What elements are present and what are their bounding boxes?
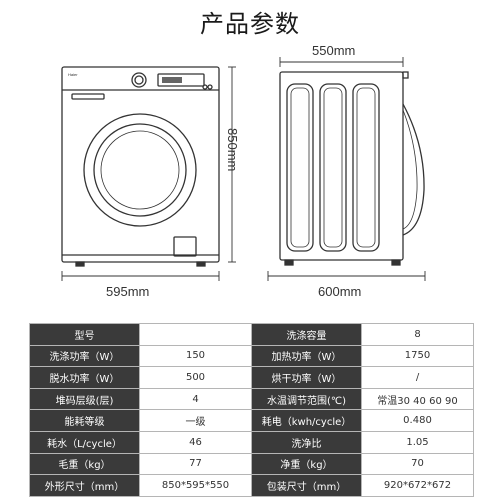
spec-label: 净重（kg） xyxy=(251,452,362,476)
spec-label: 水温调节范围(℃) xyxy=(251,387,362,411)
brand-logo: Haier xyxy=(68,72,78,77)
spec-label: 烘干功率（W） xyxy=(251,366,362,389)
spec-label: 包装尺寸（mm） xyxy=(251,474,362,497)
side-width-label: 550mm xyxy=(312,43,356,58)
spec-value: 8 xyxy=(361,323,474,346)
table-row: 耗水（L/cycle） 46 洗净比 1.05 xyxy=(29,430,474,454)
table-row: 能耗等级 一级 耗电（kwh/cycle） 0.480 xyxy=(29,409,474,432)
spec-label: 型号 xyxy=(29,323,140,346)
table-row: 脱水功率（W） 500 烘干功率（W） / xyxy=(29,366,474,389)
front-dimension-lines xyxy=(61,66,236,281)
spec-value: 0.480 xyxy=(361,409,474,432)
spec-value: 150 xyxy=(139,344,252,368)
front-view-washer xyxy=(61,66,220,267)
spec-value: 4 xyxy=(139,387,252,411)
spec-value: 一级 xyxy=(139,409,252,432)
spec-label: 耗水（L/cycle） xyxy=(29,430,140,454)
spec-value: 500 xyxy=(139,366,252,389)
spec-value: 850*595*550 xyxy=(139,474,252,497)
spec-value xyxy=(139,323,252,346)
table-row: 堆码层级(层) 4 水温调节范围(℃) 常温30 40 60 90 xyxy=(29,387,474,411)
spec-value: 常温30 40 60 90 xyxy=(361,387,474,411)
spec-value: 70 xyxy=(361,452,474,476)
spec-value: 46 xyxy=(139,430,252,454)
spec-label: 脱水功率（W） xyxy=(29,366,140,389)
spec-value: 920*672*672 xyxy=(361,474,474,497)
height-label: 850mm xyxy=(225,128,240,172)
side-view-washer xyxy=(279,71,425,266)
spec-value: 1750 xyxy=(361,344,474,368)
spec-label: 洗净比 xyxy=(251,430,362,454)
spec-label: 洗涤功率（W） xyxy=(29,344,140,368)
side-depth-label: 600mm xyxy=(318,284,362,299)
table-row: 外形尺寸（mm） 850*595*550 包装尺寸（mm） 920*672*67… xyxy=(29,474,474,497)
page-title: 产品参数 xyxy=(200,10,300,38)
side-dimension-lines xyxy=(267,57,426,281)
spec-label: 洗涤容量 xyxy=(251,323,362,346)
table-row: 毛重（kg） 77 净重（kg） 70 xyxy=(29,452,474,476)
table-row: 洗涤功率（W） 150 加热功率（W） 1750 xyxy=(29,344,474,368)
spec-label: 能耗等级 xyxy=(29,409,140,432)
spec-value: 1.05 xyxy=(361,430,474,454)
spec-value: / xyxy=(361,366,474,389)
spec-label: 毛重（kg） xyxy=(29,452,140,476)
table-row: 型号 洗涤容量 8 xyxy=(29,323,474,346)
front-width-label: 595mm xyxy=(106,284,150,299)
spec-label: 外形尺寸（mm） xyxy=(29,474,140,497)
spec-value: 77 xyxy=(139,452,252,476)
spec-table: 型号 洗涤容量 8 洗涤功率（W） 150 加热功率（W） 1750 脱水功率（… xyxy=(29,323,474,497)
spec-label: 堆码层级(层) xyxy=(29,387,140,411)
spec-label: 耗电（kwh/cycle） xyxy=(251,409,362,432)
spec-label: 加热功率（W） xyxy=(251,344,362,368)
